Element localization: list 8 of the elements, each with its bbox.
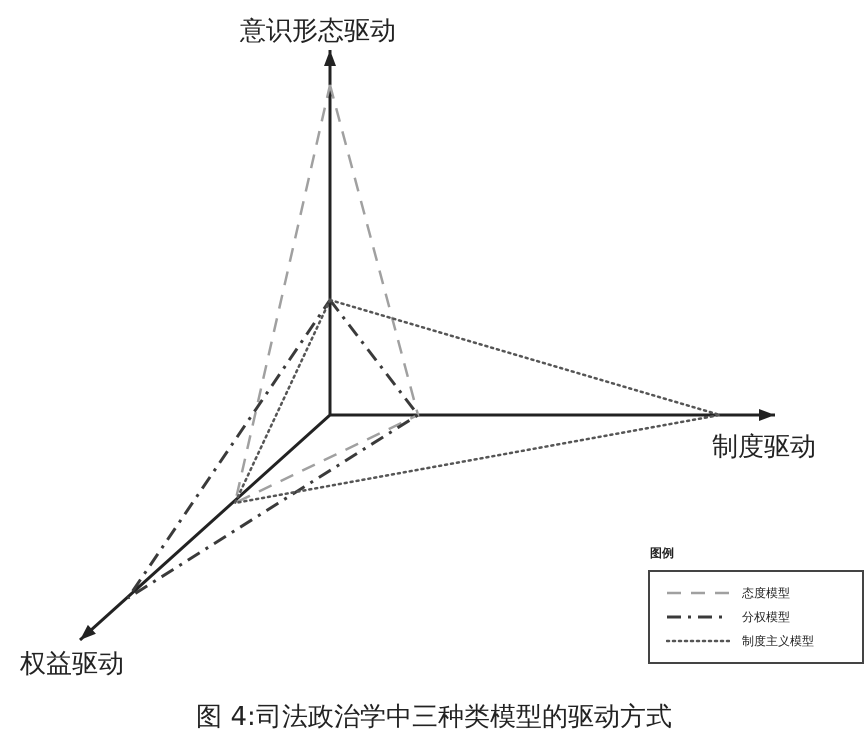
- axis-label: 意识形态驱动: [240, 15, 396, 48]
- legend-text: 制度主义模型: [742, 633, 814, 650]
- caption: 图 4:司法政治学中三种类模型的驱动方式: [195, 701, 673, 734]
- axis-label: 制度驱动: [712, 431, 816, 464]
- legend-text: 分权模型: [742, 609, 790, 626]
- axis-label: 权益驱动: [20, 648, 124, 681]
- legend-title: 图例: [650, 545, 674, 562]
- legend-text: 态度模型: [742, 585, 790, 602]
